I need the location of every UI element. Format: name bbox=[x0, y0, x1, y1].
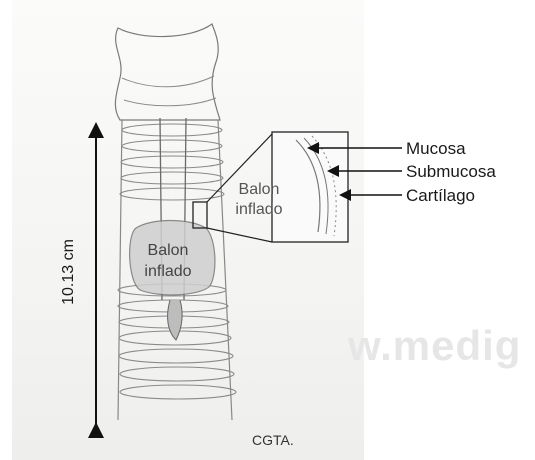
label-balon-main: Balon inflado bbox=[128, 240, 208, 282]
label-submucosa: Submucosa bbox=[406, 163, 496, 180]
signature-label: CGTA. bbox=[252, 432, 294, 449]
measurement-label: 10.13 cm bbox=[60, 239, 78, 305]
label-balon-zoom: Balon inflado bbox=[230, 180, 288, 220]
label-mucosa: Mucosa bbox=[406, 140, 466, 157]
label-cartilago: Cartílago bbox=[406, 187, 475, 204]
